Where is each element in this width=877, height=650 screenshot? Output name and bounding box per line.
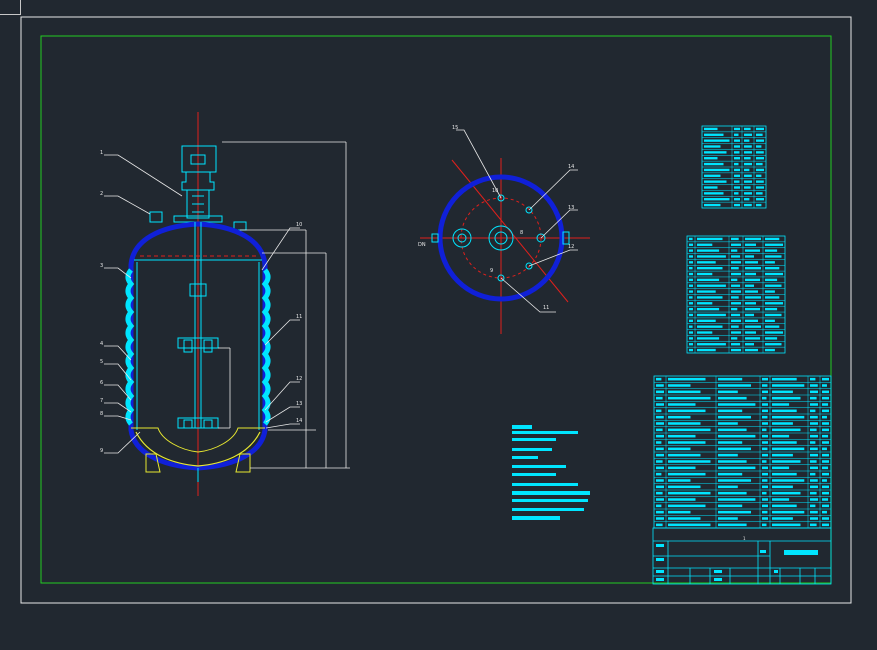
- plan-shell: [437, 174, 565, 302]
- part-label: 1: [100, 150, 103, 156]
- support-leg-left: [145, 453, 161, 473]
- plan-label: 8: [520, 230, 523, 236]
- plan-label: 9: [490, 268, 493, 274]
- center-nozzle: [488, 225, 514, 251]
- part-label: 5: [100, 359, 103, 365]
- plan-label: 14: [568, 164, 574, 170]
- elevation-view: 1 2 3 4 5 6 7 8 9 10 11 12 13 14: [100, 112, 350, 496]
- title-block: [652, 527, 832, 585]
- jacket-coil-right: [261, 268, 271, 426]
- part-label: 9: [100, 448, 103, 454]
- part-label: 13: [296, 401, 302, 407]
- plan-label: 15: [452, 125, 458, 131]
- part-label: 14: [296, 418, 302, 424]
- vessel-shell: [128, 221, 268, 471]
- gear-reducer: [186, 189, 210, 219]
- impeller-lower: [177, 417, 219, 429]
- plan-view: 15 14 13 12 11 10 9 8 DN: [418, 125, 590, 334]
- part-label: 12: [296, 376, 302, 382]
- part-label: 11: [296, 314, 302, 320]
- part-label: 8: [100, 411, 103, 417]
- design-parameter-table: [701, 125, 767, 209]
- plan-label: 12: [568, 244, 574, 250]
- viewport-corner-marker: [0, 0, 21, 15]
- part-label: 4: [100, 341, 103, 347]
- impeller-upper: [177, 337, 219, 349]
- part-label: 2: [100, 191, 103, 197]
- nozzle-label: DN: [418, 242, 426, 248]
- sheet-number: 1: [743, 536, 746, 541]
- plan-label: 10: [492, 188, 498, 194]
- sheet-border: [20, 16, 852, 604]
- part-label: 6: [100, 380, 103, 386]
- support-leg-right: [235, 453, 251, 473]
- drawing-frame: [40, 35, 832, 584]
- motor: [181, 145, 217, 173]
- plan-label: 13: [568, 205, 574, 211]
- plan-label: 11: [543, 305, 549, 311]
- parts-list: [653, 375, 832, 529]
- nozzle-table: [686, 235, 786, 354]
- part-label: 10: [296, 222, 302, 228]
- jacket-coil-left: [125, 268, 135, 426]
- part-label: 7: [100, 398, 103, 404]
- part-label: 3: [100, 263, 103, 269]
- technical-notes: [512, 425, 590, 520]
